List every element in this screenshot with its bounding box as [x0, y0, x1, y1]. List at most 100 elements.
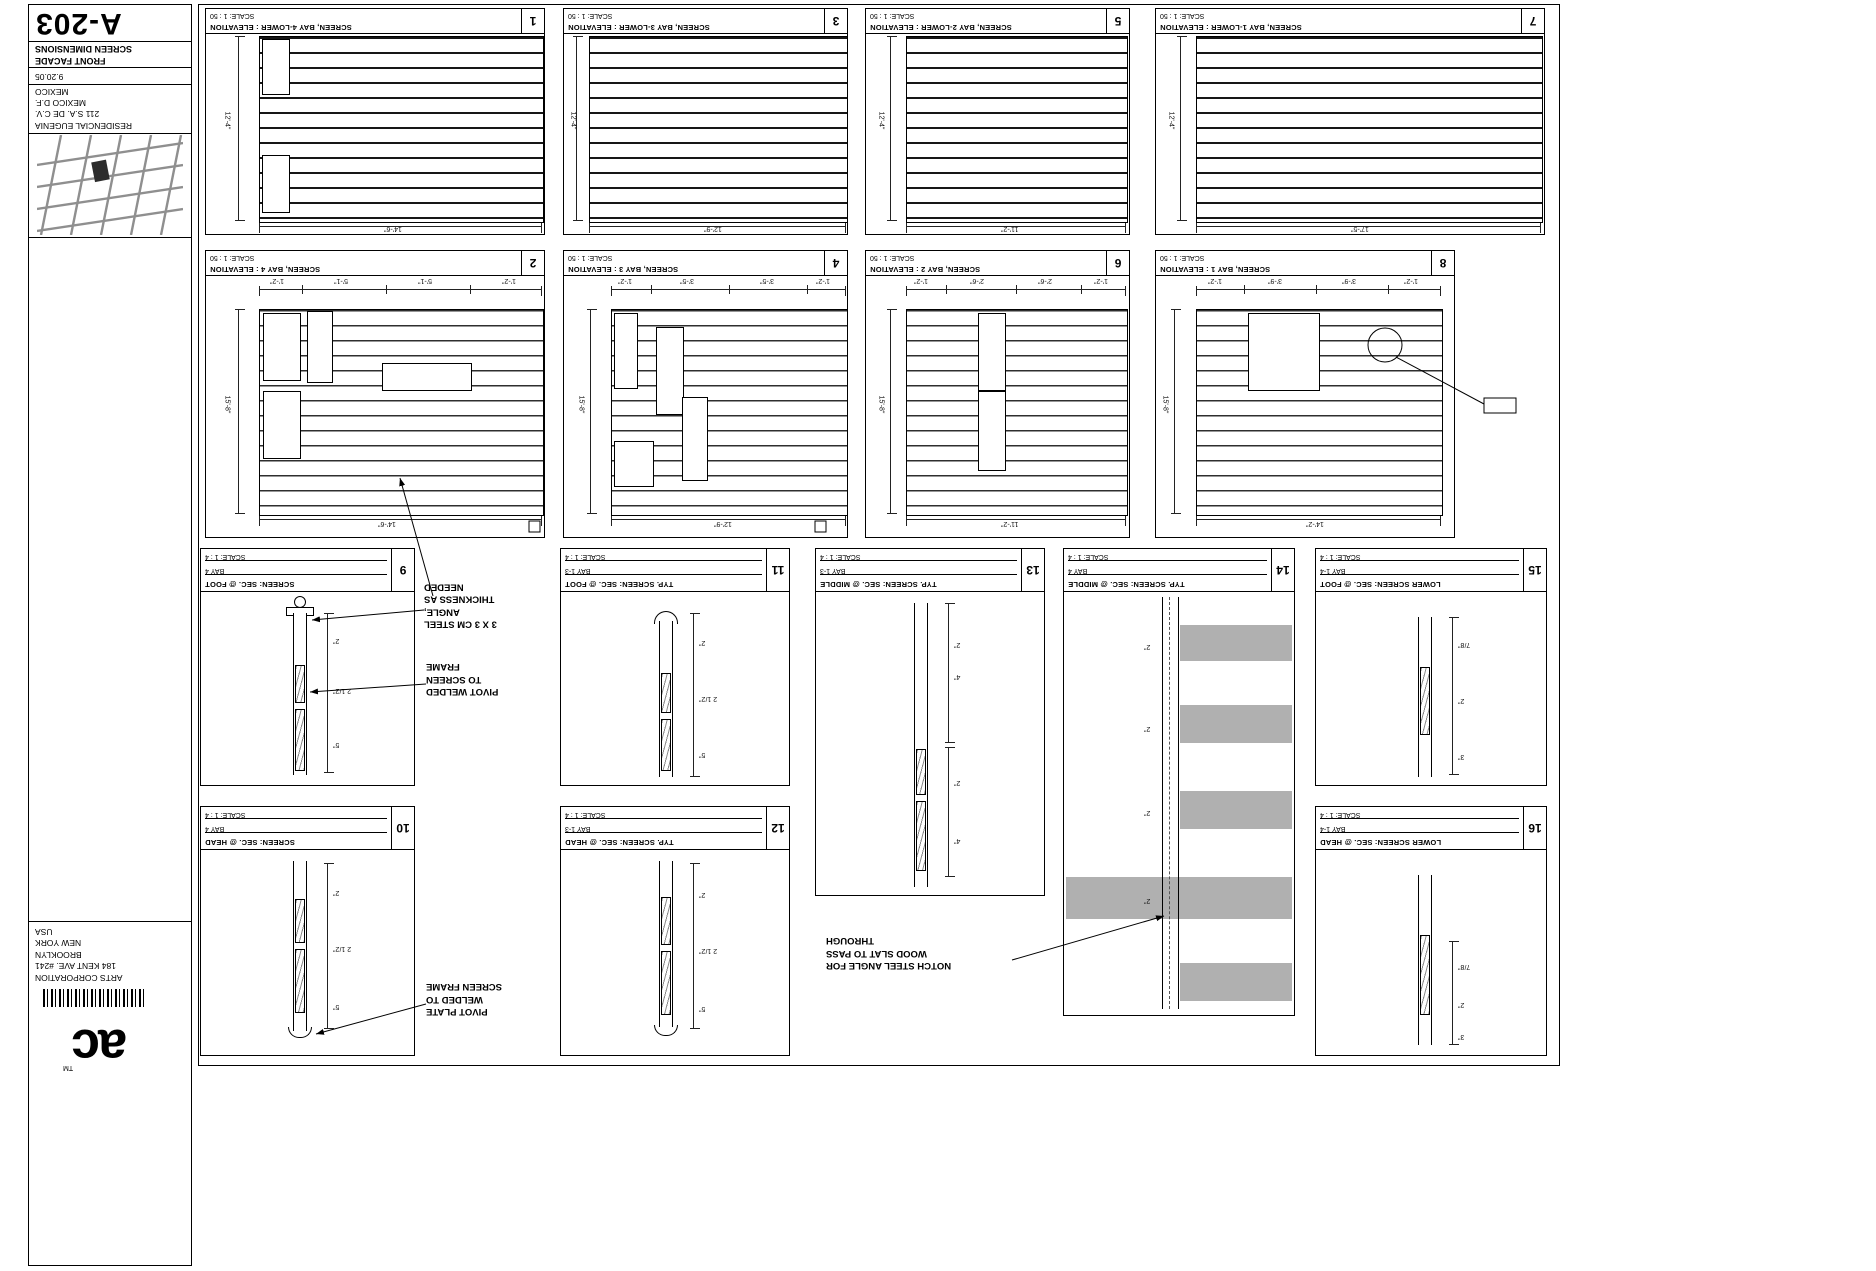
dim-line — [234, 36, 245, 221]
dim-label: 3'-5" — [680, 277, 694, 284]
dim-label: 14'-6" — [378, 520, 396, 527]
panel-12-bay: BAY 1-3 — [565, 823, 762, 833]
screen-opening — [307, 311, 333, 383]
panel-16-bay: BAY 1-4 — [1320, 823, 1519, 833]
dim-label: 1'-2" — [1404, 277, 1418, 284]
dim-line — [234, 309, 245, 514]
dim-label: 2'-6" — [970, 277, 984, 284]
dim-line — [586, 309, 597, 514]
dim-tick — [651, 285, 652, 294]
project-section: RESIDENCIAL EUGENIA 211 S.A. DE C.V. MEX… — [29, 83, 191, 134]
dim-label: 1'-2" — [914, 277, 928, 284]
wood-slat-section — [916, 749, 926, 795]
panel-2-title: SCREEN, BAY 4 : ELEVATION — [210, 264, 321, 274]
dim-line — [886, 309, 897, 514]
wood-slat-section — [295, 899, 305, 943]
dim-label: 2 1/2" — [333, 687, 352, 694]
panel-16-scale: SCALE: 1 : 4 — [1320, 810, 1519, 820]
panel-14-number-box: 14 — [1271, 549, 1294, 591]
dim-label: 15'-8" — [577, 395, 585, 414]
annotation-line: 3 X 3 CM STEEL — [424, 618, 497, 630]
sheet-title-section: FRONT FACADE SCREEN DIMENSIONS — [29, 41, 191, 68]
dim-label: 1'-2" — [618, 277, 632, 284]
dim-line — [572, 36, 583, 221]
annotation-line: WOOD SLAT TO PASS — [826, 947, 927, 959]
dim-label: 2" — [954, 641, 961, 648]
annotation-notch-steel-angle: NOTCH STEEL ANGLE FOR WOOD SLAT TO PASS … — [826, 934, 1010, 971]
sheet-number-section: A-203 — [29, 5, 191, 42]
panel-11-scale: SCALE: 1 : 4 — [565, 552, 762, 562]
dim-tick — [386, 285, 387, 294]
louver-slat-field — [1196, 36, 1543, 223]
panel-13-bay: BAY 1-3 — [820, 565, 1017, 575]
dim-tick — [729, 285, 730, 294]
panel-10-bay: BAY 4 — [205, 823, 387, 833]
dim-tick — [1316, 285, 1317, 294]
dim-label: 14'-6" — [384, 225, 402, 232]
panel-5-number: 5 — [1114, 14, 1122, 28]
panel-9-number-box: 9 — [391, 549, 414, 591]
panel-1-number-box: 1 — [521, 9, 544, 33]
dim-line — [1196, 515, 1441, 526]
firm-logo: ac — [73, 1018, 127, 1076]
dim-label: 7/8" — [1458, 963, 1471, 970]
dim-label: 14'-2" — [1306, 520, 1324, 527]
panel-12-number: 12 — [771, 821, 785, 835]
trademark-mark: TM — [63, 1064, 74, 1071]
firm-section: ARTS CORPORATION 184 KENT AVE. #241 BROO… — [29, 921, 191, 986]
dim-label: 3'-9" — [1268, 277, 1282, 284]
project-client: 211 S.A. DE C.V. — [35, 109, 100, 120]
dim-label: 12'-4" — [223, 111, 231, 130]
firm-state: NEW YORK — [35, 938, 82, 949]
dim-line — [1448, 941, 1459, 1045]
panel-3-scale: SCALE: 1 : 50 — [568, 12, 613, 20]
panel-1-scale: SCALE: 1 : 50 — [210, 12, 255, 20]
dim-label: 5" — [333, 741, 340, 748]
sheet-number: A-203 — [35, 7, 122, 40]
dim-label: 12'-4" — [569, 111, 577, 130]
louver-slat-field — [906, 309, 1128, 516]
panel-12-number-box: 12 — [766, 807, 789, 849]
dim-tick — [1244, 285, 1245, 294]
panel-3-number-box: 3 — [824, 9, 847, 33]
panel-14-bay: BAY 4 — [1068, 565, 1267, 575]
panel-1-title: SCREEN, BAY 4-LOWER : ELEVATION — [210, 22, 352, 32]
panel-10-title: SCREEN: SEC. @ HEAD — [205, 837, 295, 847]
panel-3-number: 3 — [832, 14, 840, 28]
annotation-line: WELDED TO — [426, 993, 483, 1005]
dim-label: 2" — [333, 637, 340, 644]
dim-line — [323, 613, 334, 773]
dim-label: 2" — [333, 889, 340, 896]
panel-13-title: TYP. SCREEN: SEC. @ MIDDLE — [820, 579, 937, 589]
dim-line — [259, 515, 542, 526]
screen-opening — [978, 313, 1006, 391]
dim-line — [259, 222, 542, 233]
screen-opening — [614, 441, 654, 487]
wood-slat-band — [1180, 625, 1292, 661]
dim-line — [944, 603, 955, 743]
panel-16-title: LOWER SCREEN: SEC. @ HEAD — [1320, 837, 1442, 847]
dim-tick — [946, 285, 947, 294]
panel-11-bay: BAY 1-3 — [565, 565, 762, 575]
dim-label: 11'-2" — [1001, 520, 1019, 527]
panel-14-number: 14 — [1276, 563, 1290, 577]
project-city: MEXICO D.F. — [35, 98, 87, 108]
panel-12-title: TYP. SCREEN: SEC. @ HEAD — [565, 837, 674, 847]
panel-9-bay: BAY 4 — [205, 565, 387, 575]
dim-tick — [1388, 285, 1389, 294]
annotation-line: SCREEN FRAME — [426, 981, 503, 993]
wood-slat-band — [1180, 791, 1292, 829]
